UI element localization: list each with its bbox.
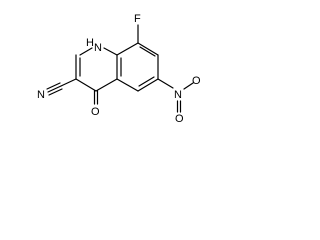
atom-label-n-nitro: N	[174, 89, 182, 101]
bond-c6-c5-double	[138, 76, 155, 87]
atom-label-n-nitrile: N	[37, 89, 45, 101]
bond-c4-c3	[75, 78, 97, 92]
bond-c8-c7	[137, 42, 159, 56]
bond-nitro-o-top	[183, 82, 194, 90]
bond-n1-c8a	[103, 47, 118, 56]
bond-c5-c4a	[116, 78, 139, 92]
bond-c2-n1	[79, 47, 93, 56]
atom-label-o-nitro-bottom: O	[175, 113, 184, 125]
atom-label-nh: N	[94, 42, 102, 54]
bond-cn-triple-a	[47, 85, 62, 93]
atom-label-h: H	[86, 37, 94, 49]
bond-c3-cn	[60, 78, 77, 87]
bond-cn-triple-b	[46, 82, 61, 90]
bond-c4a-c4	[95, 78, 118, 92]
bond-c8a-c8	[116, 42, 139, 56]
bond-c8-c7-double	[139, 46, 156, 57]
atom-label-o-carbonyl: O	[91, 106, 100, 118]
chemical-structure-diagram: H N F O N N O O	[37, 13, 201, 125]
bond-c6-c5	[137, 78, 159, 92]
bond-c6-nitro	[157, 78, 174, 89]
atom-label-f: F	[134, 13, 141, 25]
bond-cn-triple-c	[48, 88, 63, 96]
atom-label-o-nitro-top: O	[192, 75, 201, 87]
